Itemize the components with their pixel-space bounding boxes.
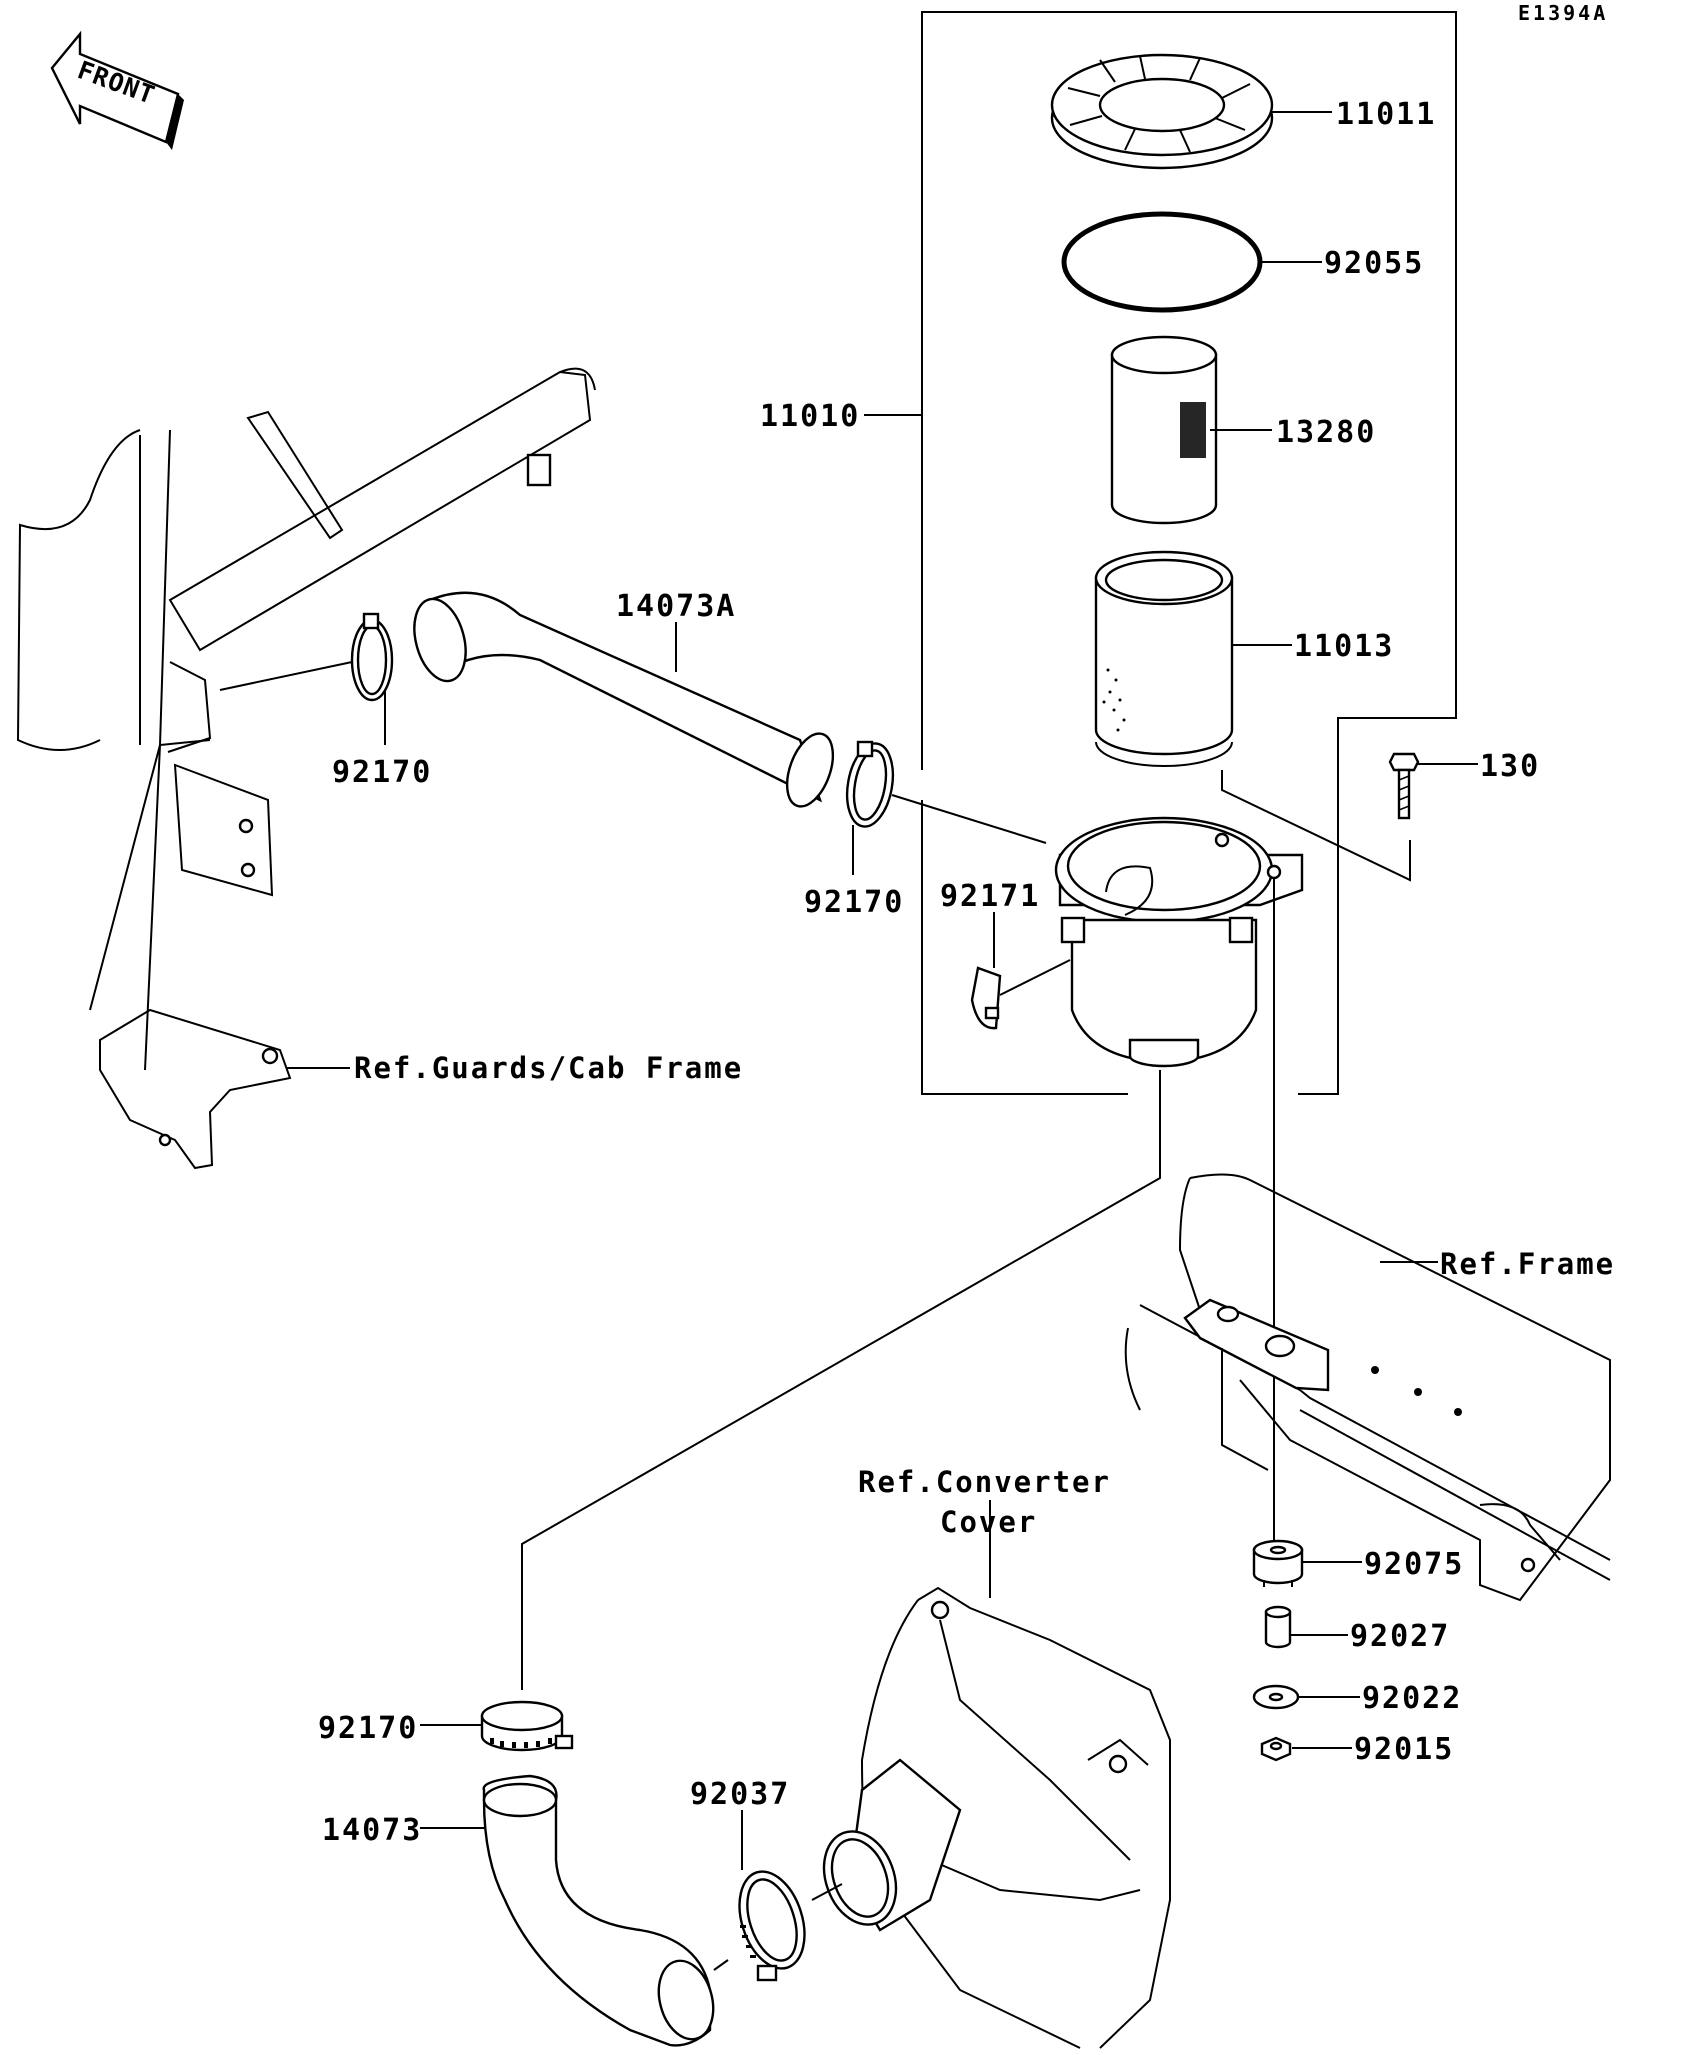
ref-guards-cab-frame: Ref.Guards/Cab Frame — [354, 1051, 743, 1085]
guards-cab-frame — [16, 367, 596, 1170]
converter-cover — [822, 1586, 1171, 2049]
ref-converter-cover-line1: Ref.Converter — [858, 1465, 1111, 1499]
part-92170-clamp-lower — [480, 1700, 574, 1752]
part-number-92022: 92022 — [1362, 1681, 1462, 1716]
part-14073A-hose — [413, 591, 835, 808]
part-number-92170-upper-middle: 92170 — [804, 885, 904, 920]
part-number-14073A: 14073A — [616, 589, 736, 624]
part-number-14073: 14073 — [322, 1813, 422, 1848]
main-frame — [1124, 1173, 1611, 1602]
part-number-92075: 92075 — [1364, 1547, 1464, 1582]
part-11010-housing — [1054, 816, 1304, 1068]
ref-converter-cover-line2: Cover — [940, 1505, 1037, 1539]
part-number-130: 130 — [1480, 749, 1540, 784]
part-number-13280: 13280 — [1276, 415, 1376, 450]
part-14073-hose — [482, 1774, 715, 2047]
part-92027-collar — [1264, 1605, 1292, 1649]
part-92015-nut — [1260, 1736, 1292, 1762]
part-number-92015: 92015 — [1354, 1732, 1454, 1767]
part-number-92171: 92171 — [940, 879, 1040, 914]
part-11013-filter — [1094, 550, 1234, 767]
part-92055-o-ring — [1061, 211, 1263, 313]
part-number-92170-lower: 92170 — [318, 1711, 418, 1746]
part-number-92055: 92055 — [1324, 246, 1424, 281]
part-92022-washer — [1252, 1684, 1300, 1710]
part-92075-grommet — [1252, 1539, 1304, 1587]
diagram-code: E1394A — [1518, 1, 1608, 25]
part-number-92037: 92037 — [690, 1777, 790, 1812]
part-number-11011: 11011 — [1336, 97, 1436, 132]
part-92170-clamp-upper-middle — [845, 740, 895, 828]
part-13280-screen — [1110, 335, 1218, 525]
part-number-11010: 11010 — [760, 399, 860, 434]
part-92170-clamp-upper-left — [350, 612, 394, 702]
part-11011-cover — [1050, 53, 1274, 170]
assembly-bracket — [864, 11, 1457, 1095]
part-number-92170-upper-left: 92170 — [332, 755, 432, 790]
part-number-11013: 11013 — [1294, 629, 1394, 664]
part-92171-clip — [970, 966, 1002, 1030]
ref-frame: Ref.Frame — [1440, 1247, 1615, 1281]
part-number-92027: 92027 — [1350, 1619, 1450, 1654]
part-130-bolt — [1388, 752, 1420, 820]
part-92037-clamp — [738, 1870, 806, 1982]
front-arrow-icon: FRONT — [50, 30, 184, 150]
